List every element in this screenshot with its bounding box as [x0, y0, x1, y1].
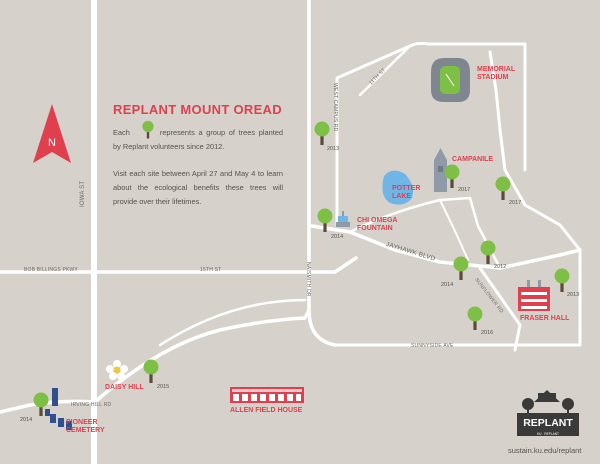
tree-markers	[33, 121, 570, 416]
inner-road-east	[468, 196, 502, 270]
tree-icon	[480, 240, 496, 264]
replant-logo-word: REPLANT	[523, 417, 573, 429]
label-chi-omega-fountain: CHI OMEGA FOUNTAIN	[357, 217, 398, 232]
north-arrow-letter: N	[48, 137, 56, 149]
stadium-loop-road	[488, 50, 582, 347]
fraser-hall-icon	[518, 280, 550, 311]
tree-year-campanile: 2017	[458, 187, 471, 193]
eleventh-st-road	[358, 44, 412, 97]
label-campanile: CAMPANILE	[452, 156, 494, 163]
road-label-iowa-st: IOWA ST	[80, 180, 86, 207]
southwest-curve-road	[93, 308, 311, 404]
tree-icon	[314, 121, 330, 145]
tree-year-west-campus: 2013	[327, 146, 340, 152]
tree-year-chi-omega: 2014	[331, 234, 344, 240]
sunflower-rd-road	[478, 266, 522, 352]
label-potter-lake: POTTER LAKE	[392, 185, 421, 200]
tree-year-jayhawk-mid: 2014	[441, 282, 454, 288]
replant-logo-tagline: KU · REPLANT	[537, 432, 559, 436]
road-network	[0, 0, 582, 464]
label-allen-field-house: ALLEN FIELD HOUSE	[230, 407, 303, 414]
tree-year-sunflower: 2016	[481, 330, 494, 336]
chi-omega-fountain-icon	[336, 211, 350, 227]
fifteenth-st-road	[92, 256, 358, 274]
road-label-15th-st: 15TH ST	[200, 267, 222, 273]
label-fraser-hall: FRASER HALL	[520, 315, 570, 322]
daisy-flower-icon	[106, 360, 128, 380]
tree-year-fraser: 2013	[567, 292, 580, 298]
inner-road-curve	[439, 199, 469, 261]
inner-road-north	[348, 196, 472, 234]
tree-year-cemetery: 2014	[20, 417, 33, 423]
tree-icon	[143, 359, 159, 383]
road-label-west-campus-rd: WEST CAMPUS RD	[332, 83, 338, 132]
map-title: REPLANT MOUNT OREAD	[113, 102, 282, 117]
intro-before-icon: Each	[113, 128, 130, 137]
visit-paragraph: Visit each site between April 27 and May…	[113, 169, 283, 206]
road-label-naismith-dr: NAISMITH DR	[305, 262, 311, 297]
road-label-bob-billings: BOB BILLINGS PKWY	[24, 267, 78, 273]
replant-url: sustain.ku.edu/replant	[508, 446, 582, 455]
replant-logo	[517, 390, 579, 436]
naismith-dr-road	[307, 223, 337, 347]
southwest-loop-road	[158, 298, 307, 347]
tree-icon	[495, 176, 511, 200]
label-daisy-hill: DAISY HILL	[105, 384, 144, 391]
tree-icon	[554, 268, 570, 292]
pioneer-cemetery-icon	[45, 388, 72, 430]
allen-field-house-icon	[230, 387, 304, 403]
tree-icon	[467, 306, 483, 330]
potter-lake-icon	[382, 170, 414, 205]
intro-after-icon: represents a group of trees planted by R…	[113, 128, 283, 151]
label-memorial-stadium: MEMORIAL STADIUM	[477, 66, 516, 81]
north-arrow-icon	[33, 104, 71, 163]
tree-year-jayhawk-east: 2012	[494, 264, 507, 270]
road-label-irving-hill-rd: IRVING HILL RD	[71, 402, 112, 408]
tree-icon	[453, 256, 469, 280]
road-label-sunnyside-ave: SUNNYSIDE AVE	[411, 343, 454, 349]
label-pioneer-cemetery: PIONEER CEMETERY	[66, 419, 105, 434]
memorial-stadium-icon	[431, 58, 470, 102]
tree-year-stadium-east: 2017	[509, 200, 522, 206]
campanile-icon	[434, 148, 447, 192]
tree-year-daisy-hill: 2015	[157, 384, 170, 390]
